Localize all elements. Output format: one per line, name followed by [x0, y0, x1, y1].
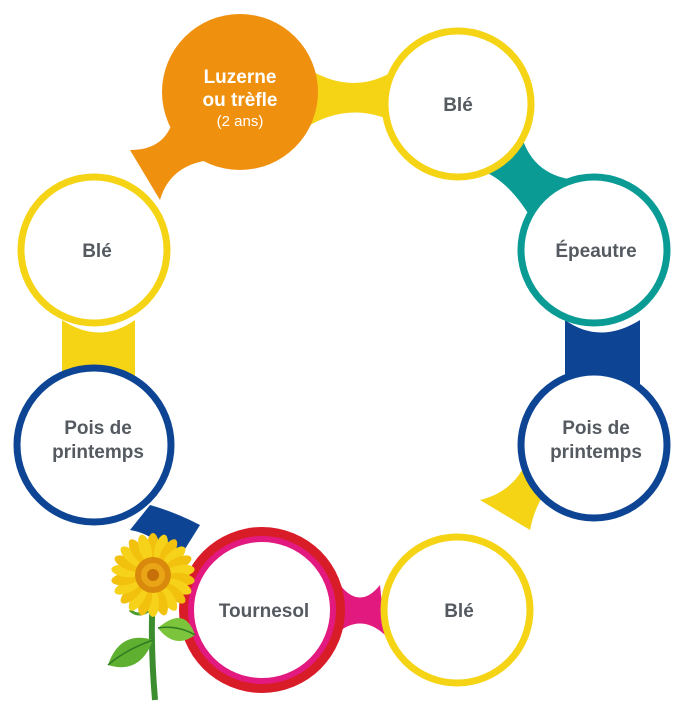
node-epeautre-label: Épeautre — [555, 240, 636, 262]
sunflower-petal — [159, 586, 178, 611]
node-ble-top-label: Blé — [443, 95, 473, 116]
node-pois-left-label-1: Pois de — [64, 418, 132, 439]
node-luzerne-label-1: Luzerne — [204, 67, 277, 88]
sunflower-petal — [114, 555, 141, 572]
sunflower-petal — [128, 586, 147, 611]
node-pois-left-label-2: printemps — [52, 442, 144, 463]
sunflower-petal — [138, 534, 153, 562]
sunflower-petal — [128, 539, 147, 564]
node-pois-left-circle — [13, 364, 175, 526]
sunflower-petal — [159, 539, 178, 564]
sunflower-icon — [107, 533, 196, 701]
node-ble-bottom-circle — [380, 533, 534, 687]
sunflower-petal — [162, 546, 186, 567]
labels: Luzerne ou trèfle (2 ans) Blé Épeautre P… — [52, 67, 642, 622]
node-tournesol-circle — [188, 536, 336, 684]
circles — [13, 14, 671, 693]
node-ble-top-circle — [381, 27, 535, 181]
node-tournesol-label: Tournesol — [219, 601, 309, 622]
node-ble-left-circle — [17, 173, 171, 327]
connector-epeautre-pois — [565, 320, 640, 385]
node-luzerne-sub: (2 ans) — [217, 113, 264, 130]
node-luzerne-label-2: ou trèfle — [203, 90, 278, 111]
node-ble-left-label: Blé — [82, 241, 112, 262]
node-pois-right-label-1: Pois de — [562, 418, 630, 439]
sunflower-petal — [162, 583, 186, 604]
sunflower-petal — [120, 546, 144, 567]
node-pois-right-circle — [517, 368, 671, 522]
node-luzerne-circle — [162, 14, 318, 170]
connector-ble-tournesol — [335, 585, 385, 635]
connector-luzerne-ble — [310, 70, 400, 125]
node-epeautre-circle — [517, 173, 671, 327]
node-ble-bottom-label: Blé — [444, 601, 474, 622]
node-pois-right-label-2: printemps — [550, 442, 642, 463]
sunflower-petal — [165, 578, 192, 595]
sunflower-petal — [120, 583, 144, 604]
